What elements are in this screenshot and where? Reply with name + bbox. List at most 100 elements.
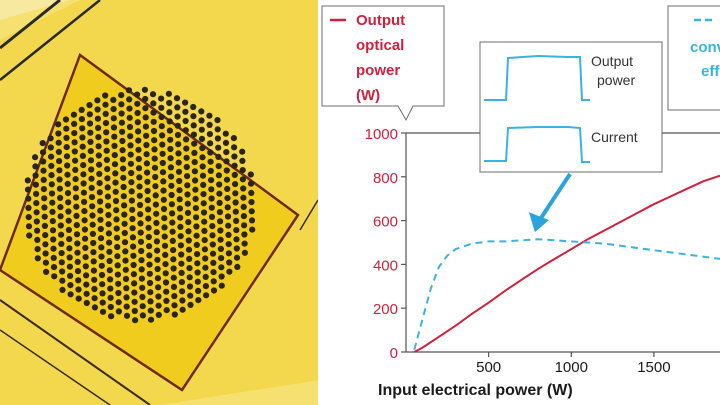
crystal-hole xyxy=(135,128,142,135)
crystal-hole xyxy=(170,274,177,281)
crystal-hole xyxy=(239,148,246,155)
crystal-hole xyxy=(34,246,41,253)
crystal-hole xyxy=(241,249,248,256)
crystal-hole xyxy=(81,217,88,224)
crystal-hole xyxy=(207,149,214,156)
crystal-hole xyxy=(175,141,182,148)
crystal-hole xyxy=(70,111,77,118)
crystal-hole xyxy=(80,171,87,178)
crystal-hole xyxy=(168,182,175,189)
crystal-hole xyxy=(167,145,174,153)
crystal-hole xyxy=(63,144,70,151)
crystal-hole xyxy=(74,249,81,256)
crystal-hole xyxy=(73,222,80,229)
crystal-hole xyxy=(90,249,97,256)
crystal-hole xyxy=(230,135,237,142)
photonic-crystal-hole-array xyxy=(24,86,256,324)
crystal-hole xyxy=(224,185,231,192)
crystal-hole xyxy=(114,253,121,260)
crystal-hole xyxy=(170,256,177,263)
crystal-hole xyxy=(121,202,128,209)
crystal-hole xyxy=(225,231,232,238)
crystal-hole xyxy=(193,223,200,230)
crystal-hole xyxy=(207,140,214,147)
crystal-hole xyxy=(111,133,118,140)
crystal-hole xyxy=(191,149,198,156)
crystal-hole xyxy=(158,104,165,111)
crystal-hole xyxy=(179,306,186,313)
crystal-hole xyxy=(111,161,119,168)
crystal-hole xyxy=(94,97,101,104)
crystal-hole xyxy=(171,293,178,300)
crystal-hole xyxy=(150,127,158,135)
crystal-hole xyxy=(55,139,62,146)
crystal-hole xyxy=(136,201,144,209)
crystal-hole xyxy=(75,295,82,302)
crystal-hole xyxy=(131,289,138,296)
crystal-hole xyxy=(66,236,73,243)
crystal-hole xyxy=(129,225,136,232)
crystal-hole xyxy=(115,308,122,315)
crystal-hole xyxy=(97,207,104,214)
y-tick-label: 600 xyxy=(373,214,398,231)
crystal-hole xyxy=(150,118,157,125)
crystal-hole xyxy=(147,307,154,314)
crystal-hole xyxy=(209,232,216,239)
crystal-hole xyxy=(193,241,200,248)
crystal-hole xyxy=(102,120,110,127)
crystal-hole xyxy=(232,181,239,188)
crystal-hole xyxy=(81,226,88,233)
crystal-hole xyxy=(42,241,49,248)
crystal-hole xyxy=(80,180,87,187)
crystal-hole xyxy=(217,236,224,243)
crystal-hole xyxy=(57,222,64,229)
crystal-hole xyxy=(139,293,146,301)
crystal-hole xyxy=(226,259,233,266)
x-axis-label: Input electrical power (W) xyxy=(378,382,573,399)
crystal-hole xyxy=(194,269,201,276)
crystal-hole xyxy=(155,293,162,300)
crystal-hole xyxy=(96,170,103,177)
chart: b) Output optical power (W) conv effi 02… xyxy=(321,5,720,399)
crystal-hole xyxy=(102,101,109,108)
crystal-hole xyxy=(224,195,231,202)
crystal-hole xyxy=(129,215,136,223)
crystal-hole xyxy=(48,190,56,197)
x-tick-label: 1000 xyxy=(555,359,588,376)
crystal-hole xyxy=(160,196,167,203)
crystal-hole xyxy=(158,95,165,102)
crystal-hole xyxy=(208,177,215,184)
crystal-hole xyxy=(206,112,213,119)
x-tick-label: 500 xyxy=(476,359,501,376)
crystal-hole xyxy=(50,254,57,261)
crystal-hole xyxy=(222,130,229,137)
crystal-hole xyxy=(210,287,218,294)
crystal-hole xyxy=(72,194,80,201)
crystal-hole xyxy=(185,228,192,235)
crystal-hole xyxy=(202,273,209,280)
crystal-hole xyxy=(57,194,64,201)
crystal-hole xyxy=(214,126,221,133)
crystal-hole xyxy=(144,187,151,195)
crystal-hole xyxy=(249,226,256,233)
crystal-hole xyxy=(120,165,127,172)
y-tick-label: 0 xyxy=(390,345,398,362)
crystal-hole xyxy=(119,156,126,163)
crystal-hole xyxy=(225,222,232,229)
crystal-hole xyxy=(174,131,182,139)
crystal-hole xyxy=(78,116,85,123)
legend-label-red-line-0: Output xyxy=(356,12,405,29)
crystal-hole xyxy=(225,241,232,248)
crystal-hole xyxy=(162,270,169,277)
crystal-hole xyxy=(114,271,121,278)
crystal-hole xyxy=(55,148,63,155)
crystal-hole xyxy=(151,164,159,171)
crystal-hole xyxy=(137,211,144,218)
crystal-hole xyxy=(115,299,122,306)
crystal-hole xyxy=(154,265,161,273)
crystal-hole xyxy=(90,267,97,274)
crystal-hole xyxy=(209,223,216,230)
crystal-hole xyxy=(83,272,90,279)
crystal-hole xyxy=(233,236,240,243)
crystal-hole xyxy=(194,278,201,285)
